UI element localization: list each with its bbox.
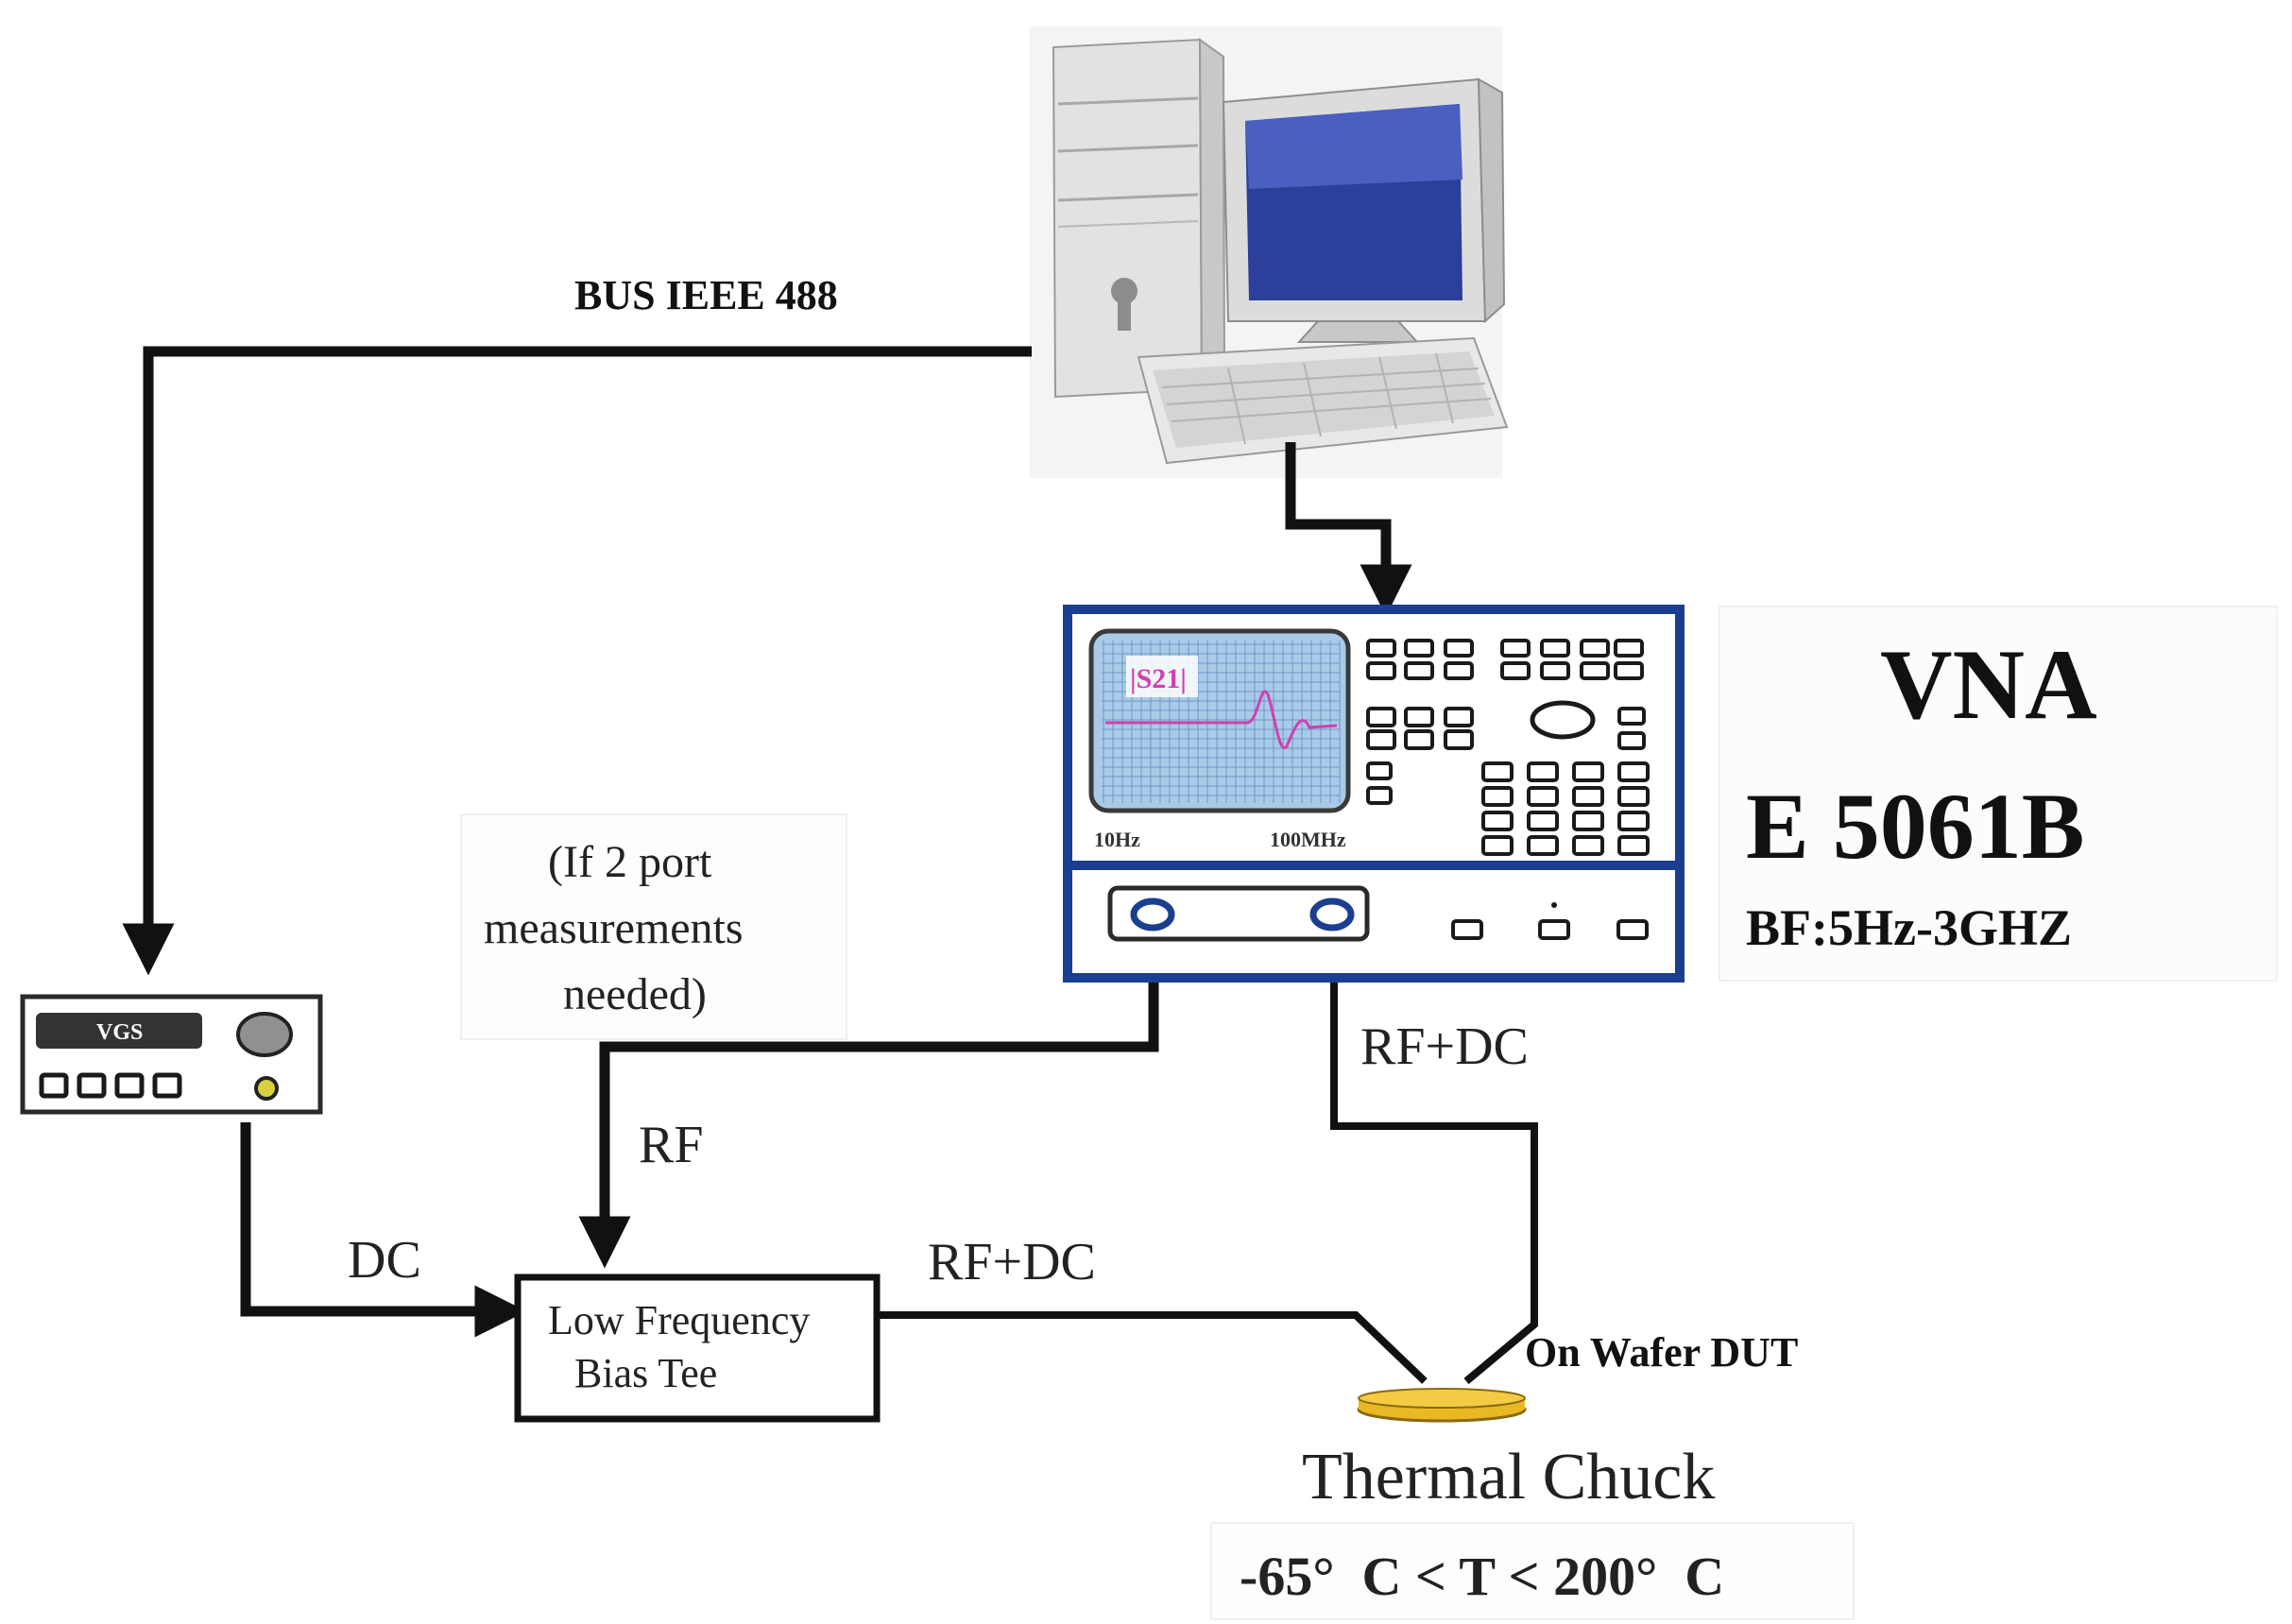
vna-key (1614, 661, 1644, 680)
dut-label: On Wafer DUT (1525, 1329, 1798, 1376)
vna-key (1527, 786, 1559, 807)
thermal-chuck (1357, 1388, 1527, 1423)
vna-key (1617, 731, 1646, 750)
vna-key (1444, 729, 1474, 750)
vna-key (1617, 707, 1646, 726)
vna-key (1404, 729, 1434, 750)
vna-key (1617, 786, 1650, 807)
freq-stop-label: 100MHz (1270, 828, 1346, 851)
psu-display-label: VGS (96, 1020, 143, 1045)
vna-port-1 (1130, 897, 1175, 932)
psu-knob (236, 1012, 293, 1057)
rf-dc-wires (877, 916, 1538, 1385)
vna-port-panel (1107, 885, 1370, 942)
vna-keypad (1366, 639, 1650, 856)
two-port-note-line2: measurements (484, 903, 744, 953)
vna-key (1540, 661, 1570, 680)
vna-key (1404, 707, 1434, 727)
vna-key (1540, 639, 1570, 658)
vna-key (1527, 761, 1559, 782)
vna-key (1572, 786, 1604, 807)
vna-key (1580, 661, 1610, 680)
vna-key (1572, 811, 1604, 831)
vna-key (1366, 786, 1393, 805)
psu-terminal (254, 1076, 279, 1101)
vna-key (1481, 835, 1514, 856)
vna-key (1572, 835, 1604, 856)
vna-key (1481, 761, 1514, 782)
chuck-label: Thermal Chuck (1302, 1441, 1715, 1513)
vna-key (1617, 835, 1650, 856)
bias-tee-line1: Low Frequency (548, 1297, 810, 1343)
bias-tee-box: Low Frequency Bias Tee (514, 1274, 881, 1423)
dc-cable (240, 1122, 527, 1338)
vna-model: E 5061B (1746, 774, 2084, 879)
dc-label: DC (348, 1231, 421, 1290)
vna-key (1366, 639, 1396, 658)
vna-key (1366, 761, 1393, 780)
two-port-note-line3: needed) (563, 969, 707, 1019)
vna-key (1444, 707, 1474, 727)
vna-key (1481, 786, 1514, 807)
vna-key (1444, 661, 1474, 680)
vna-key (1580, 639, 1610, 658)
vna-key (1481, 811, 1514, 831)
vna-title: VNA (1880, 629, 2097, 740)
vna-key (1527, 835, 1559, 856)
vna-port-2 (1309, 897, 1355, 932)
vna-key (1444, 639, 1474, 658)
vna-key (1617, 811, 1650, 831)
pc-to-vna-cable (1285, 442, 1412, 617)
two-port-note-line1: (If 2 port (548, 837, 712, 887)
vna-key (1500, 639, 1531, 658)
s21-trace (1105, 690, 1338, 750)
freq-start-label: 10Hz (1094, 828, 1140, 851)
vna-key (1366, 661, 1396, 680)
power-supply: VGS (20, 994, 323, 1115)
vna-key (1366, 707, 1396, 727)
vna-key (1572, 761, 1604, 782)
vna-key (1366, 729, 1396, 750)
vna-key (1527, 811, 1559, 831)
rf-dc-label-top: RF+DC (1360, 1017, 1529, 1076)
temp-range-label: -65° C < T < 200° C (1240, 1546, 1724, 1607)
vna-knob (1530, 700, 1596, 740)
vna-info-box: VNA E 5061B BF:5Hz-3GHZ (1719, 606, 2278, 982)
rf-label: RF (639, 1116, 704, 1174)
vna-key (1404, 661, 1434, 680)
temp-range-box: -65° C < T < 200° C (1210, 1522, 1855, 1620)
rf-dc-port2-cable (1330, 916, 1538, 1385)
two-port-note: (If 2 port measurements needed) (460, 813, 847, 1040)
vna-screen: |S21| (1088, 628, 1351, 813)
screen-trace-label: |S21| (1130, 663, 1187, 694)
vna-instrument: |S21| 10Hz 100MHz (1063, 605, 1685, 983)
bus-cable (122, 346, 1032, 976)
bias-tee-line2: Bias Tee (574, 1350, 717, 1396)
vna-key (1404, 639, 1434, 658)
bus-label: BUS IEEE 488 (574, 272, 838, 318)
rf-dc-bias-tee-cable (877, 1311, 1428, 1384)
vna-key (1617, 761, 1650, 782)
vna-band: BF:5Hz-3GHZ (1746, 899, 2072, 956)
computer-icon (1030, 26, 1509, 478)
rf-dc-label-bottom: RF+DC (928, 1233, 1096, 1291)
vna-key (1614, 639, 1644, 658)
vna-key (1500, 661, 1531, 680)
